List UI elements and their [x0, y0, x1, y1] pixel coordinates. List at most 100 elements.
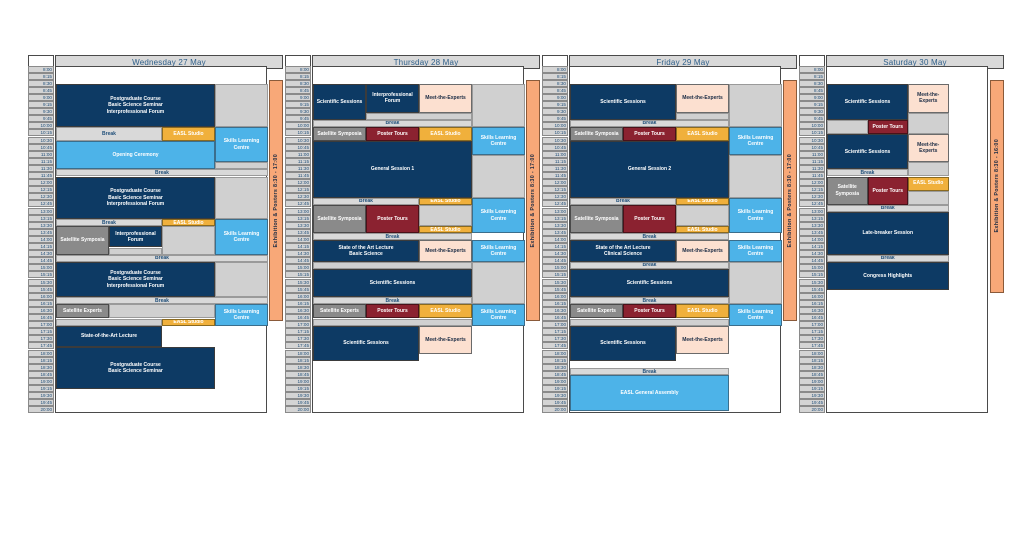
session-block[interactable]: Satellite Experts [313, 304, 366, 319]
session-block[interactable]: Meet-the-Experts [419, 84, 472, 113]
time-label: 16:15 [542, 299, 568, 307]
session-block[interactable]: Break [827, 254, 949, 262]
session-block[interactable]: Skills Learning Centre [729, 197, 782, 234]
session-block[interactable]: Break [570, 233, 729, 241]
session-block[interactable]: Meet-the-Experts [908, 133, 949, 163]
session-placeholder [215, 176, 268, 220]
session-block[interactable]: Late-breaker Session [827, 212, 949, 255]
session-block[interactable]: Break [56, 219, 162, 227]
session-block[interactable]: Skills Learning Centre [729, 304, 782, 326]
session-block[interactable]: EASL Studio [908, 176, 949, 191]
session-block[interactable]: Poster Tours [366, 204, 419, 234]
session-block[interactable]: EASL Studio [419, 197, 472, 205]
session-block[interactable]: Break [570, 197, 676, 205]
session-block[interactable]: Opening Ceremony [56, 141, 215, 170]
session-block[interactable]: Break [570, 368, 729, 376]
session-block[interactable]: Satellite Symposia [313, 126, 366, 141]
time-label: 10:45 [28, 143, 54, 151]
session-block[interactable]: Skills Learning Centre [472, 304, 525, 326]
session-block[interactable]: Scientific Sessions [313, 325, 419, 362]
session-block[interactable]: Meet-the-Experts [676, 240, 729, 262]
session-block[interactable]: Break [56, 297, 268, 305]
session-block[interactable]: Satellite Symposia [313, 204, 366, 234]
session-block[interactable]: EASL General Assembly [570, 375, 729, 411]
time-label: 9:30 [799, 108, 825, 116]
session-block[interactable]: Meet-the-Experts [419, 325, 472, 354]
session-block[interactable]: Skills Learning Centre [215, 219, 268, 255]
session-block[interactable]: Satellite Symposia [570, 126, 623, 141]
session-block[interactable]: Meet-the-Experts [676, 84, 729, 113]
exhibition-banner-saturday[interactable]: Exhibition & Posters 8:30 - 16:00 [990, 79, 1004, 293]
session-block[interactable]: Scientific Sessions [313, 268, 472, 298]
session-block[interactable]: Skills Learning Centre [729, 126, 782, 156]
session-block[interactable]: EASL Studio [676, 126, 729, 141]
session-label: Break [642, 297, 657, 304]
session-block[interactable]: Postgraduate Course Basic Science Semina… [56, 261, 215, 298]
session-block[interactable]: Satellite Symposia [827, 176, 868, 205]
exhibition-banner-thursday[interactable]: Exhibition & Posters 8:30 - 17:00 [526, 79, 540, 322]
time-label: 11:30 [542, 164, 568, 172]
session-block[interactable]: General Session 1 [313, 141, 472, 198]
session-block[interactable]: Scientific Sessions [570, 268, 729, 298]
session-block[interactable]: Poster Tours [366, 304, 419, 319]
session-block[interactable]: Skills Learning Centre [472, 126, 525, 156]
session-block[interactable]: Meet-the-Experts [676, 325, 729, 354]
session-block[interactable]: Skills Learning Centre [472, 197, 525, 234]
session-block[interactable]: State of the Art Lecture Basic Science [313, 240, 419, 262]
session-block[interactable]: EASL Studio [676, 226, 729, 234]
session-block[interactable]: Break [56, 126, 162, 141]
session-block[interactable]: Postgraduate Course Basic Science Semina… [56, 346, 215, 390]
session-block[interactable]: EASL Studio [676, 197, 729, 205]
session-block[interactable]: Skills Learning Centre [215, 126, 268, 163]
session-block[interactable]: Scientific Sessions [827, 133, 908, 170]
session-block[interactable]: Break [313, 233, 472, 241]
session-block[interactable]: Scientific Sessions [570, 325, 676, 362]
session-block[interactable]: Skills Learning Centre [215, 304, 268, 326]
session-block[interactable]: Satellite Symposia [56, 226, 109, 255]
session-block[interactable]: Scientific Sessions [827, 84, 908, 120]
session-block[interactable]: General Session 2 [570, 141, 729, 198]
session-block[interactable]: EASL Studio [419, 226, 472, 234]
session-block[interactable]: EASL Studio [676, 304, 729, 319]
session-block[interactable]: Break [827, 204, 949, 212]
exhibition-banner-friday[interactable]: Exhibition & Posters 8:30 - 17:00 [783, 79, 797, 322]
session-block[interactable]: Break [313, 119, 472, 127]
session-block[interactable]: EASL Studio [162, 318, 215, 326]
session-block[interactable]: Poster Tours [623, 126, 676, 141]
session-block[interactable]: Poster Tours [867, 176, 908, 205]
session-block[interactable]: Skills Learning Centre [729, 240, 782, 262]
session-block[interactable]: Break [313, 297, 472, 305]
session-block[interactable]: Scientific Sessions [570, 84, 676, 120]
session-block[interactable]: EASL Studio [162, 126, 215, 141]
session-block[interactable]: Satellite Experts [56, 304, 109, 319]
session-block[interactable]: Postgraduate Course Basic Science Semina… [56, 84, 215, 127]
session-block[interactable]: Poster Tours [623, 204, 676, 234]
session-block[interactable]: EASL Studio [162, 219, 215, 227]
session-block[interactable]: Break [827, 169, 908, 177]
session-block[interactable]: Skills Learning Centre [472, 240, 525, 262]
session-block[interactable]: Break [313, 197, 419, 205]
session-block[interactable]: Interprofessional Forum [366, 84, 419, 113]
exhibition-banner-wednesday[interactable]: Exhibition & Posters 8:30 - 17:00 [269, 79, 283, 322]
session-block[interactable]: Satellite Experts [570, 304, 623, 319]
session-block[interactable]: Interprofessional Forum [109, 226, 162, 248]
session-block[interactable]: Postgraduate Course Basic Science Semina… [56, 176, 215, 220]
session-block[interactable]: Meet-the-Experts [419, 240, 472, 262]
session-block[interactable]: EASL Studio [419, 126, 472, 141]
session-block[interactable]: Break [570, 261, 729, 269]
session-block[interactable]: Break [56, 254, 268, 262]
session-block[interactable]: State of the Art Lecture Clinical Scienc… [570, 240, 676, 262]
session-block[interactable]: Poster Tours [623, 304, 676, 319]
session-block[interactable]: Scientific Sessions [313, 84, 366, 120]
session-block[interactable]: Poster Tours [366, 126, 419, 141]
session-block[interactable]: Congress Highlights [827, 261, 949, 291]
session-block[interactable]: Satellite Symposia [570, 204, 623, 234]
session-block[interactable]: State-of-the-Art Lecture [56, 325, 162, 347]
time-label: 14:45 [28, 257, 54, 265]
session-block[interactable]: Break [56, 169, 268, 177]
session-block[interactable]: Break [570, 119, 729, 127]
session-block[interactable]: EASL Studio [419, 304, 472, 319]
session-block[interactable]: Poster Tours [867, 119, 908, 134]
session-block[interactable]: Meet-the-Experts [908, 84, 949, 113]
session-block[interactable]: Break [570, 297, 729, 305]
